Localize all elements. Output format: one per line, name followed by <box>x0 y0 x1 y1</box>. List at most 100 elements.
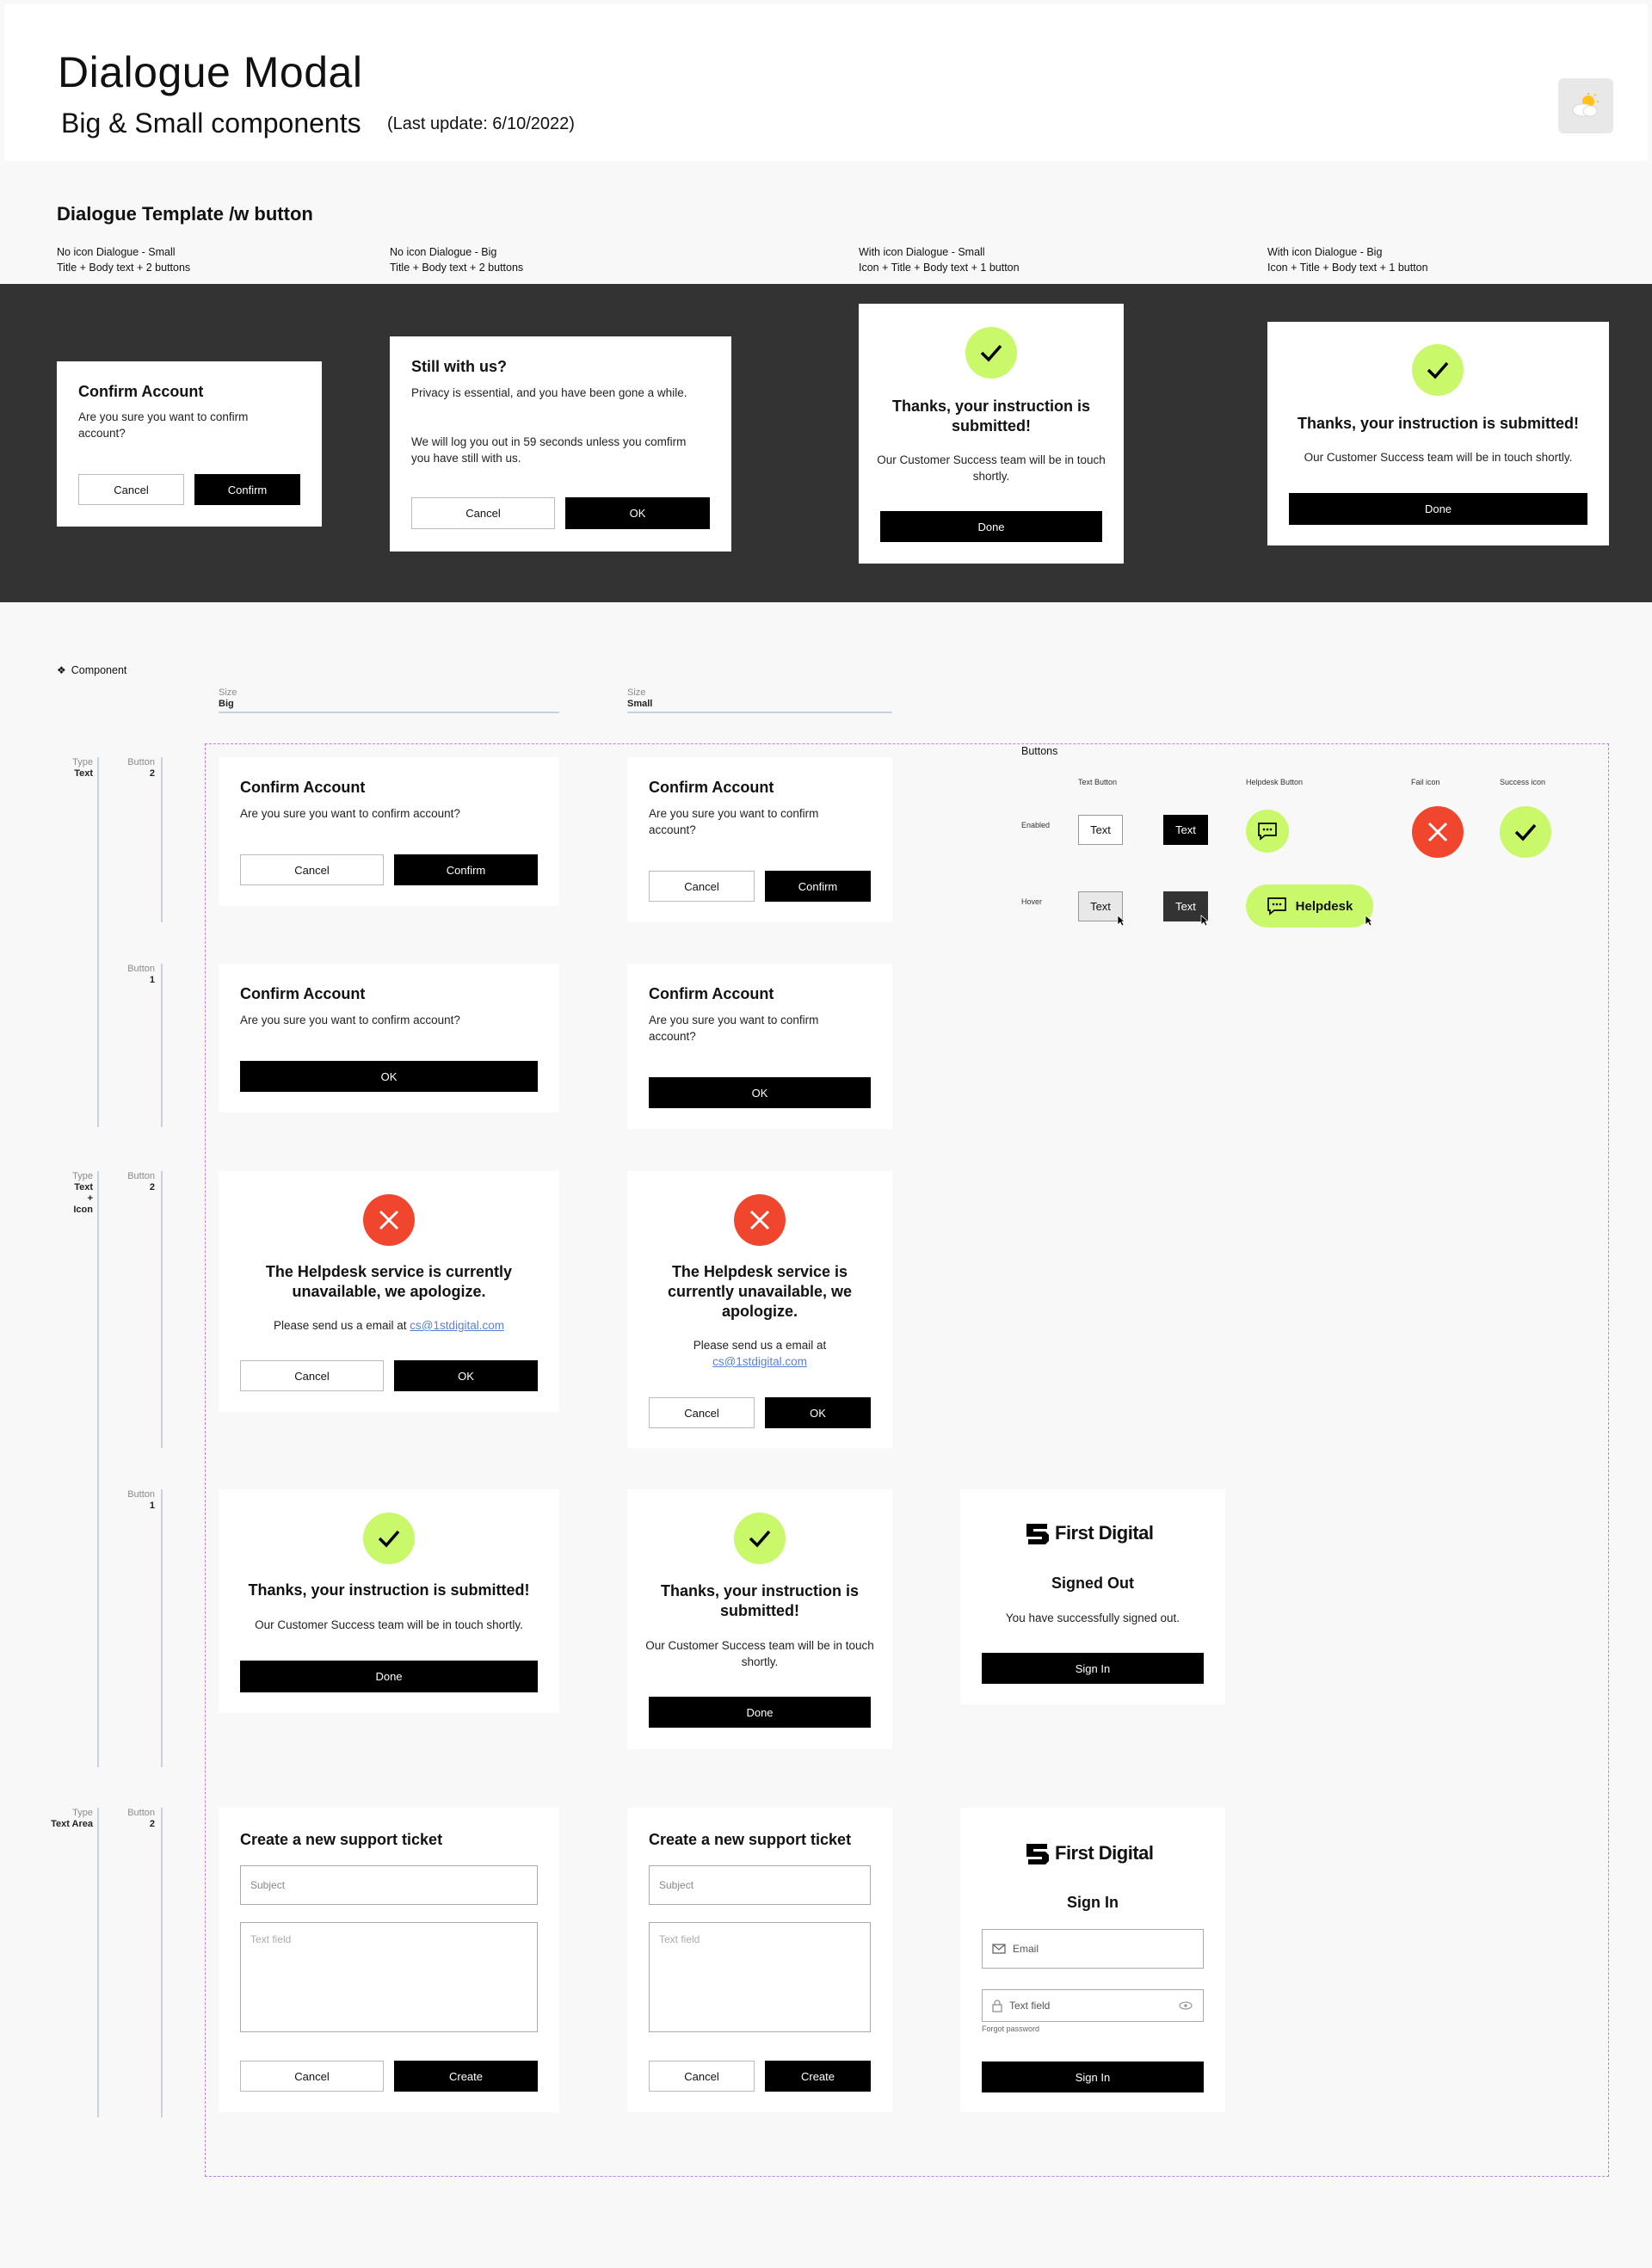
success-icon <box>363 1513 415 1564</box>
dialog-body: Our Customer Success team will be in tou… <box>255 1618 523 1631</box>
dialog-body: Our Customer Success team will be in tou… <box>645 1639 874 1668</box>
dialog-title: Thanks, your instruction is submitted! <box>1297 415 1580 432</box>
dialog-title: Confirm Account <box>240 985 366 1002</box>
template-success-dialog-small: Thanks, your instruction is submitted! O… <box>859 304 1124 564</box>
done-button[interactable]: Done <box>880 511 1102 542</box>
component-icon: ❖ <box>57 664 66 676</box>
col-text-button: Text Button <box>1078 778 1118 786</box>
forgot-password-link[interactable]: Forgot password <box>982 2025 1040 2033</box>
dialog-body: Are you sure you want to confirm account… <box>240 1014 460 1026</box>
dialog-title: Sign In <box>1067 1894 1119 1911</box>
dialog-title: Confirm Account <box>78 383 204 400</box>
template-section-title: Dialogue Template /w button <box>57 203 313 225</box>
create-button[interactable]: Create <box>394 2061 538 2092</box>
confirm-button[interactable]: Confirm <box>765 871 871 902</box>
confirm-button[interactable]: Confirm <box>394 854 538 885</box>
subject-input[interactable]: Subject <box>649 1865 871 1905</box>
dialog-title: The Helpdesk service is currently unavai… <box>667 1263 853 1320</box>
cancel-button[interactable]: Cancel <box>240 1360 384 1391</box>
signed-out-dialog: First Digital Signed Out You have succes… <box>960 1489 1225 1704</box>
first-digital-logo-icon <box>1026 1524 1049 1544</box>
dialog-title: Thanks, your instruction is submitted! <box>660 1582 860 1619</box>
text-button-outline[interactable]: Text <box>1078 815 1123 845</box>
dialog-body: Our Customer Success team will be in tou… <box>1304 451 1573 464</box>
dialog-title: Confirm Account <box>240 779 366 796</box>
dialog-body: Are you sure you want to confirm account… <box>78 410 249 440</box>
cancel-button[interactable]: Cancel <box>649 2061 755 2092</box>
cancel-button[interactable]: Cancel <box>240 2061 384 2092</box>
email-input[interactable]: Email <box>982 1929 1204 1969</box>
ok-button[interactable]: OK <box>765 1397 871 1428</box>
success-icon <box>734 1513 786 1564</box>
helpdesk-icon-button[interactable] <box>1246 810 1289 853</box>
confirm-button[interactable]: Confirm <box>194 474 300 505</box>
cancel-button[interactable]: Cancel <box>78 474 184 505</box>
ok-button[interactable]: OK <box>240 1061 538 1092</box>
type-text-line <box>97 757 99 1127</box>
col-helpdesk-button: Helpdesk Button <box>1246 778 1304 786</box>
done-button[interactable]: Done <box>240 1661 538 1692</box>
email-link[interactable]: cs@1stdigital.com <box>712 1355 807 1368</box>
email-link[interactable]: cs@1stdigital.com <box>410 1319 505 1332</box>
component-frame <box>205 743 1609 2177</box>
dialog-title: Create a new support ticket <box>240 1831 443 1848</box>
helpdesk-fail-dialog-big: The Helpdesk service is currently unavai… <box>219 1171 559 1412</box>
text-button-outline-hover[interactable]: Text <box>1078 891 1123 921</box>
dialog-title: Create a new support ticket <box>649 1831 852 1848</box>
lock-icon <box>992 1999 1002 2012</box>
text-field-textarea[interactable]: Text field <box>240 1922 538 2032</box>
fail-icon <box>363 1194 415 1246</box>
template-confirm-dialog: Confirm Account Are you sure you want to… <box>57 361 322 527</box>
weather-icon[interactable] <box>1558 78 1613 133</box>
dialog-body: Are you sure you want to confirm account… <box>649 807 819 836</box>
brand-logo: First Digital <box>1025 1842 1154 1864</box>
text-button-filled-hover[interactable]: Text <box>1163 891 1208 921</box>
cancel-button[interactable]: Cancel <box>240 854 384 885</box>
text-button-filled[interactable]: Text <box>1163 815 1208 845</box>
subject-input[interactable]: Subject <box>240 1865 538 1905</box>
ok-button[interactable]: OK <box>565 497 710 529</box>
confirm-dialog-small-2: Confirm Account Are you sure you want to… <box>627 757 892 922</box>
ok-button[interactable]: OK <box>649 1077 871 1108</box>
password-input[interactable]: Text field <box>982 1989 1204 2022</box>
cursor-icon <box>1117 915 1125 927</box>
done-button[interactable]: Done <box>649 1697 871 1728</box>
fail-icon <box>734 1194 786 1246</box>
cancel-button[interactable]: Cancel <box>649 871 755 902</box>
buttons-title: Buttons <box>1021 745 1058 757</box>
col-success-icon: Success icon <box>1500 778 1546 786</box>
fail-icon <box>1412 806 1464 858</box>
ok-button[interactable]: OK <box>394 1360 538 1391</box>
cursor-icon <box>1200 915 1209 927</box>
sign-in-button[interactable]: Sign In <box>982 1653 1204 1684</box>
dialog-body: Are you sure you want to confirm account… <box>240 807 460 820</box>
component-label: ❖Component <box>57 664 127 676</box>
cancel-button[interactable]: Cancel <box>411 497 555 529</box>
dialog-title: Signed Out <box>1051 1575 1134 1592</box>
button-2-line <box>161 1808 163 2117</box>
text-field-textarea[interactable]: Text field <box>649 1922 871 2032</box>
dialog-body: Our Customer Success team will be in tou… <box>877 453 1106 483</box>
sign-in-button[interactable]: Sign In <box>982 2062 1204 2092</box>
cancel-button[interactable]: Cancel <box>649 1397 755 1428</box>
success-icon <box>965 327 1017 379</box>
dialog-title: Still with us? <box>411 358 507 375</box>
create-button[interactable]: Create <box>765 2061 871 2092</box>
dialog-title: Confirm Account <box>649 779 774 796</box>
done-button[interactable]: Done <box>1289 493 1587 525</box>
button-1-line <box>161 964 163 1127</box>
dialog-title: Confirm Account <box>649 985 774 1002</box>
page-title: Dialogue Modal <box>58 48 363 96</box>
helpdesk-button-hover[interactable]: Helpdesk <box>1246 884 1373 928</box>
dialog-body: Are you sure you want to confirm account… <box>649 1014 819 1043</box>
